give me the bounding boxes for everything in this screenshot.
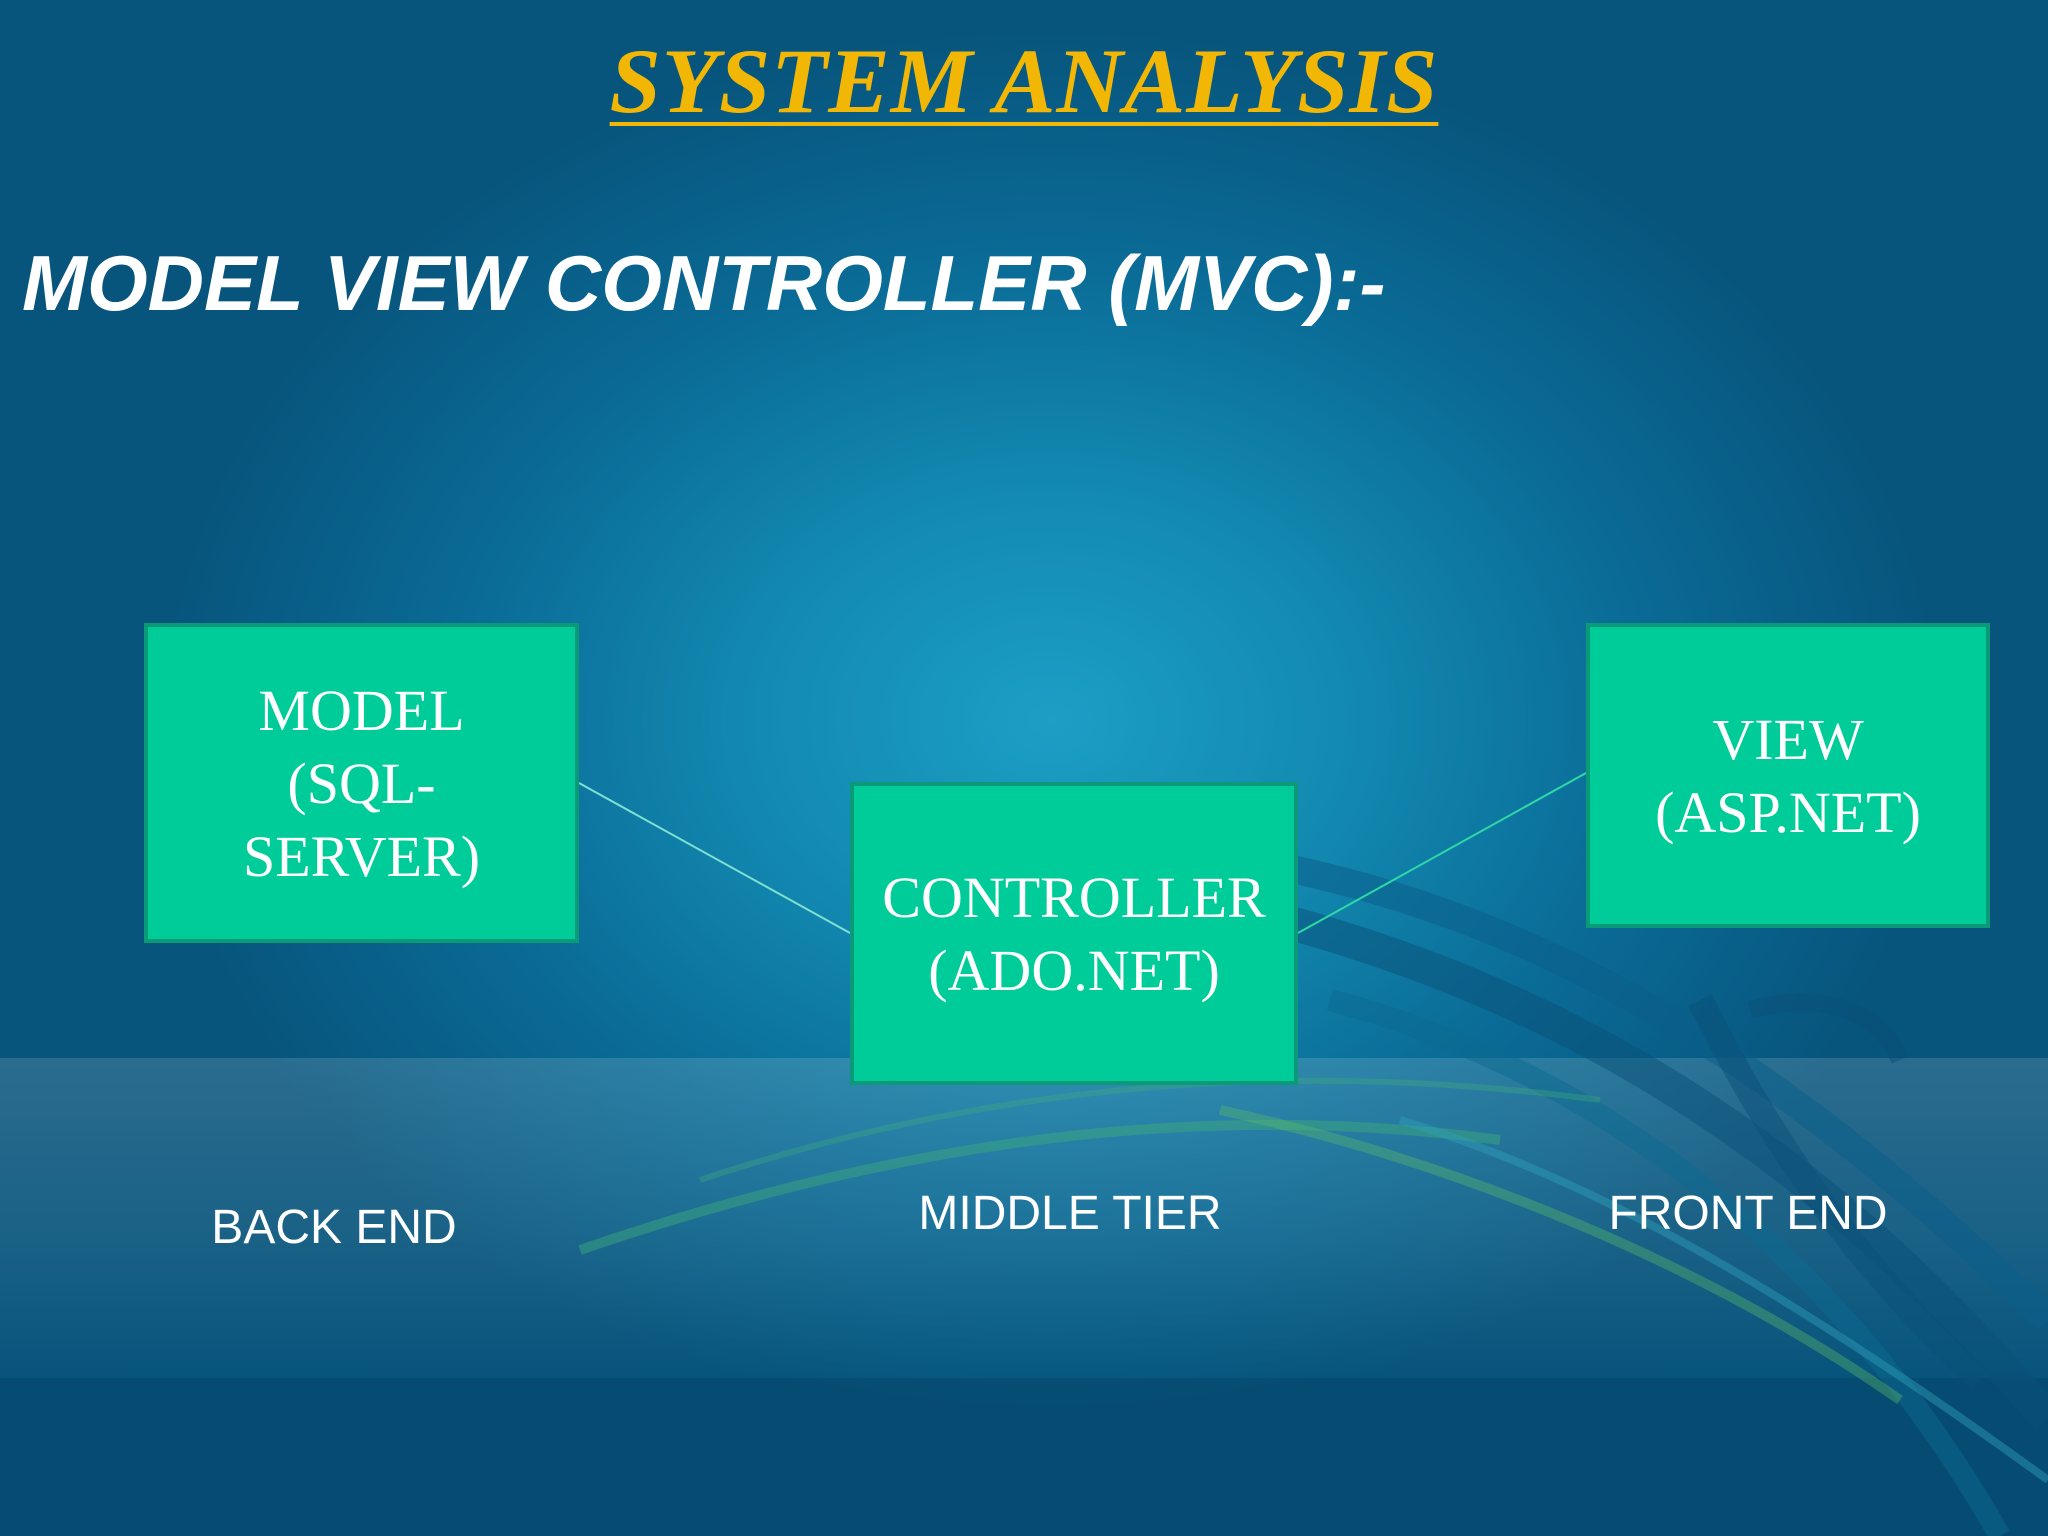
tier-label-back-end: BACK END [211, 1201, 457, 1254]
slide-subtitle: MODEL VIEW CONTROLLER (MVC):- [22, 239, 1386, 327]
model-box: MODEL (SQL- SERVER) [144, 623, 579, 943]
view-box: VIEW (ASP.NET) [1586, 623, 1990, 928]
tier-label-front-end: FRONT END [1608, 1187, 1888, 1240]
controller-box: CONTROLLER (ADO.NET) [850, 782, 1298, 1085]
slide-title: SYSTEM ANALYSIS [609, 30, 1439, 132]
background-lower-band [0, 1378, 2048, 1536]
tier-label-middle-tier: MIDDLE TIER [918, 1187, 1222, 1240]
